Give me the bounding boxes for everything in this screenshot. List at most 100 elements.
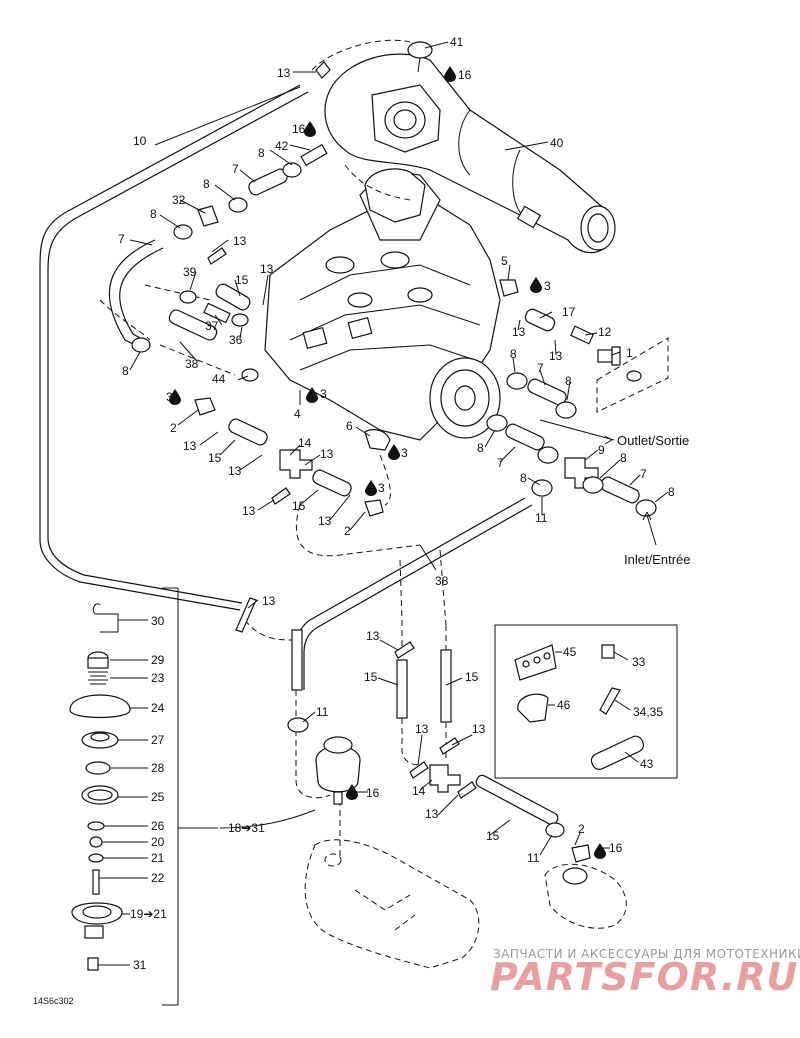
exhaust-muffler <box>324 41 616 254</box>
callout-4: 4 <box>294 407 301 421</box>
callout-39: 39 <box>183 265 197 279</box>
callout-16: 16 <box>458 68 472 82</box>
callout-13: 13 <box>425 807 439 821</box>
callout-16: 16 <box>366 786 380 800</box>
callout-13: 13 <box>472 722 486 736</box>
drawing-code: 14S6c302 <box>33 996 74 1006</box>
flow-arrows <box>604 435 652 521</box>
callout-7: 7 <box>497 456 504 470</box>
callout-3: 3 <box>166 390 173 404</box>
callout-37: 37 <box>205 319 219 333</box>
hoses <box>39 84 640 826</box>
callout-3: 3 <box>544 279 551 293</box>
tank-outline <box>304 839 627 969</box>
callout-13: 13 <box>415 722 429 736</box>
callout-8: 8 <box>620 451 627 465</box>
callout-13: 13 <box>318 514 332 528</box>
callout-16: 16 <box>292 122 306 136</box>
callout-25: 25 <box>151 790 165 804</box>
callout-20: 20 <box>151 835 165 849</box>
callout-13: 13 <box>228 464 242 478</box>
fittings-and-clamps <box>131 61 669 863</box>
engine-block <box>264 168 501 441</box>
callout-40: 40 <box>550 136 564 150</box>
callout-8: 8 <box>510 347 517 361</box>
callout-3: 3 <box>378 481 385 495</box>
callout-15: 15 <box>208 451 222 465</box>
callout-18-31: 18➔31 <box>228 821 265 835</box>
callout-17: 17 <box>562 305 576 319</box>
leader-lines <box>98 41 669 966</box>
callout-32: 32 <box>172 193 186 207</box>
callout-13: 13 <box>512 325 526 339</box>
callout-26: 26 <box>151 819 165 833</box>
callout-13: 13 <box>242 504 256 518</box>
callout-14: 14 <box>298 436 312 450</box>
callout-16: 16 <box>609 841 623 855</box>
outlet-label: Outlet/Sortie <box>617 433 689 448</box>
callout-11: 11 <box>316 705 329 719</box>
callout-2: 2 <box>344 524 351 538</box>
callout-9: 9 <box>598 443 605 457</box>
callout-5: 5 <box>501 254 508 268</box>
callout-23: 23 <box>151 671 165 685</box>
callout-41: 41 <box>450 35 464 49</box>
regulator-assembly <box>69 587 361 1006</box>
callout-labels: 41 16 13 10 40 16 42 8 7 8 32 8 7 13 39 … <box>33 35 691 1006</box>
callout-14: 14 <box>412 784 426 798</box>
callout-29: 29 <box>151 653 165 667</box>
callout-13: 13 <box>183 439 197 453</box>
callout-8: 8 <box>203 177 210 191</box>
callout-7: 7 <box>118 232 125 246</box>
callout-45: 45 <box>563 645 577 659</box>
callout-38: 38 <box>185 357 199 371</box>
callout-8: 8 <box>520 471 527 485</box>
callout-7: 7 <box>640 467 647 481</box>
callout-15: 15 <box>486 829 500 843</box>
callout-44: 44 <box>212 372 226 386</box>
inset-box <box>494 624 678 779</box>
callout-15: 15 <box>235 273 249 287</box>
callout-13: 13 <box>277 66 291 80</box>
callout-46: 46 <box>557 698 571 712</box>
callout-28: 28 <box>151 761 165 775</box>
callout-13: 13 <box>320 447 334 461</box>
callout-10: 10 <box>133 134 147 148</box>
callout-34-35: 34,35 <box>633 705 663 719</box>
callout-22: 22 <box>151 871 165 885</box>
callout-13: 13 <box>233 234 247 248</box>
callout-6: 6 <box>346 419 353 433</box>
callout-13: 13 <box>260 262 274 276</box>
watermark-logo: PARTSFOR.RU <box>490 955 798 999</box>
callout-43: 43 <box>640 757 654 771</box>
callout-31: 31 <box>133 958 147 972</box>
callout-15: 15 <box>465 670 479 684</box>
callout-3: 3 <box>401 446 408 460</box>
callout-33: 33 <box>632 655 646 669</box>
callout-8: 8 <box>565 374 572 388</box>
callout-3: 3 <box>320 387 327 401</box>
callout-8: 8 <box>477 441 484 455</box>
callout-42: 42 <box>275 139 289 153</box>
callout-8: 8 <box>150 207 157 221</box>
callout-13: 13 <box>549 349 563 363</box>
callout-11: 11 <box>535 511 548 525</box>
callout-36: 36 <box>229 333 243 347</box>
sealant-drop-icons <box>169 66 606 859</box>
callout-27: 27 <box>151 733 165 747</box>
callout-13: 13 <box>262 594 276 608</box>
inlet-label: Inlet/Entrée <box>624 552 691 567</box>
callout-13: 13 <box>366 629 380 643</box>
callout-2: 2 <box>578 822 585 836</box>
callout-7: 7 <box>232 162 239 176</box>
callout-30: 30 <box>151 614 165 628</box>
callout-15: 15 <box>292 499 306 513</box>
callout-19-21: 19➔21 <box>130 907 167 921</box>
callout-8: 8 <box>258 146 265 160</box>
callout-12: 12 <box>598 325 612 339</box>
callout-21: 21 <box>151 851 165 865</box>
watermark-line1: ЗАПЧАСТИ И АКСЕССУАРЫ ДЛЯ МОТОТЕХНИКИ <box>493 947 800 961</box>
callout-38: 38 <box>435 574 449 588</box>
callout-24: 24 <box>151 701 165 715</box>
